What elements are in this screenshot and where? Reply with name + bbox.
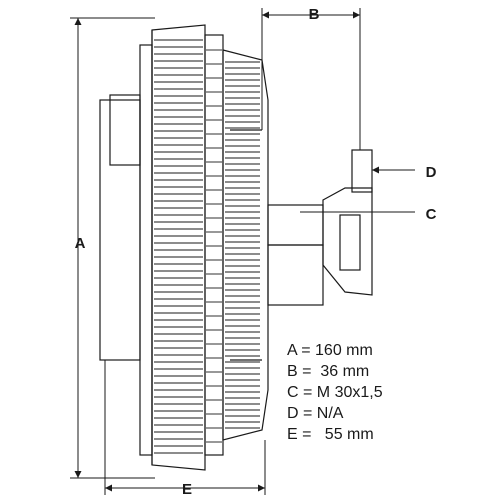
label-e: E <box>182 481 192 498</box>
label-b: B <box>309 6 320 23</box>
threaded-nut <box>339 214 361 271</box>
specification-table: A = 160 mm B = 36 mm C = M 30x1,5 D = N/… <box>287 340 487 445</box>
drive-shaft <box>267 204 324 246</box>
clutch-body-outline <box>99 24 373 471</box>
label-a: A <box>75 235 86 252</box>
spec-b: B = 36 mm <box>287 363 370 380</box>
spec-a: A = 160 mm <box>287 342 373 359</box>
flange-tab <box>351 149 373 193</box>
label-d: D <box>426 164 437 181</box>
mounting-flange <box>322 187 373 296</box>
spec-d: D = N/A <box>287 405 344 422</box>
fin-pattern <box>154 39 260 454</box>
rear-hub-block <box>99 99 141 361</box>
center-fin-pack <box>222 49 269 441</box>
spec-e: E = 55 mm <box>287 426 374 443</box>
dimension-lines <box>70 8 415 495</box>
spec-c: C = M 30x1,5 <box>287 384 383 401</box>
front-ring <box>204 34 224 456</box>
shaft-lower <box>267 244 324 306</box>
hub-mount-tab <box>109 94 141 166</box>
label-c: C <box>426 206 437 223</box>
rear-plate <box>139 44 153 456</box>
finned-housing <box>151 24 206 471</box>
